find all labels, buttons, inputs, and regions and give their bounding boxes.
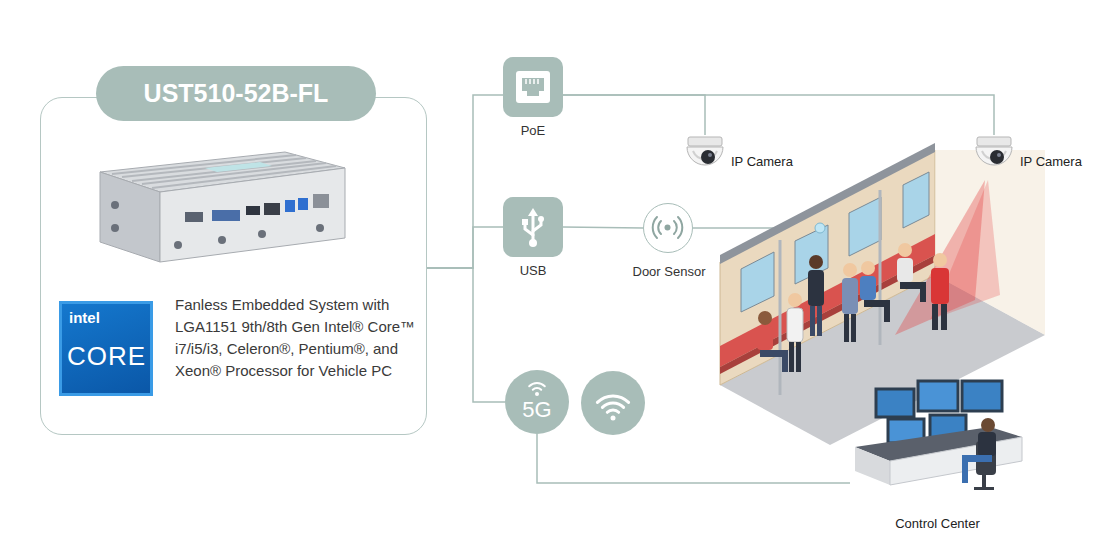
- embedded-pc-illustration: [100, 152, 345, 262]
- connector-line: [563, 95, 994, 135]
- wifi-icon: [581, 371, 645, 435]
- connector-line: [427, 227, 503, 268]
- ethernet-port-symbol: [503, 57, 563, 117]
- connector-line: [537, 434, 850, 483]
- control-center-illustration: [850, 375, 1025, 500]
- connector-line: [427, 95, 503, 268]
- intel-logo: intelCORE: [59, 301, 153, 396]
- node-label: 5G: [505, 398, 569, 422]
- node-label: Control Center: [850, 516, 1025, 531]
- node-label: USB: [483, 263, 583, 278]
- node-label: UST510-52B-FL: [96, 66, 376, 121]
- connector-line: [563, 227, 643, 228]
- sensor-wave-symbol: [644, 204, 694, 254]
- connector-line: [427, 268, 505, 402]
- usb-icon: USB: [503, 197, 563, 257]
- node-label: IP Camera: [1020, 154, 1082, 169]
- poe-icon: PoE: [503, 57, 563, 117]
- ip-camera: IP Camera: [972, 135, 1016, 180]
- node-label: PoE: [483, 123, 583, 138]
- node-label: IP Camera: [731, 154, 793, 169]
- 5g-circle: 5G: [505, 370, 569, 434]
- dome-camera-icon: [972, 135, 1016, 180]
- control-center: Control Center: [850, 375, 1025, 500]
- title-pill: UST510-52B-FL: [96, 66, 376, 121]
- node-label: intel: [69, 309, 100, 326]
- door-sensor: Door Sensor: [643, 203, 693, 253]
- product-panel: Fanless Embedded System with LGA1151 9th…: [40, 97, 427, 435]
- ip-camera: IP Camera: [683, 135, 727, 180]
- node-label: Door Sensor: [604, 264, 734, 279]
- train-illustration: [720, 143, 1045, 445]
- node-label: Fanless Embedded System with LGA1151 9th…: [175, 294, 421, 382]
- dome-camera-icon: [683, 135, 727, 180]
- connector-line: [563, 95, 705, 135]
- node-sublabel: CORE: [67, 341, 146, 372]
- usb-symbol: [503, 197, 563, 257]
